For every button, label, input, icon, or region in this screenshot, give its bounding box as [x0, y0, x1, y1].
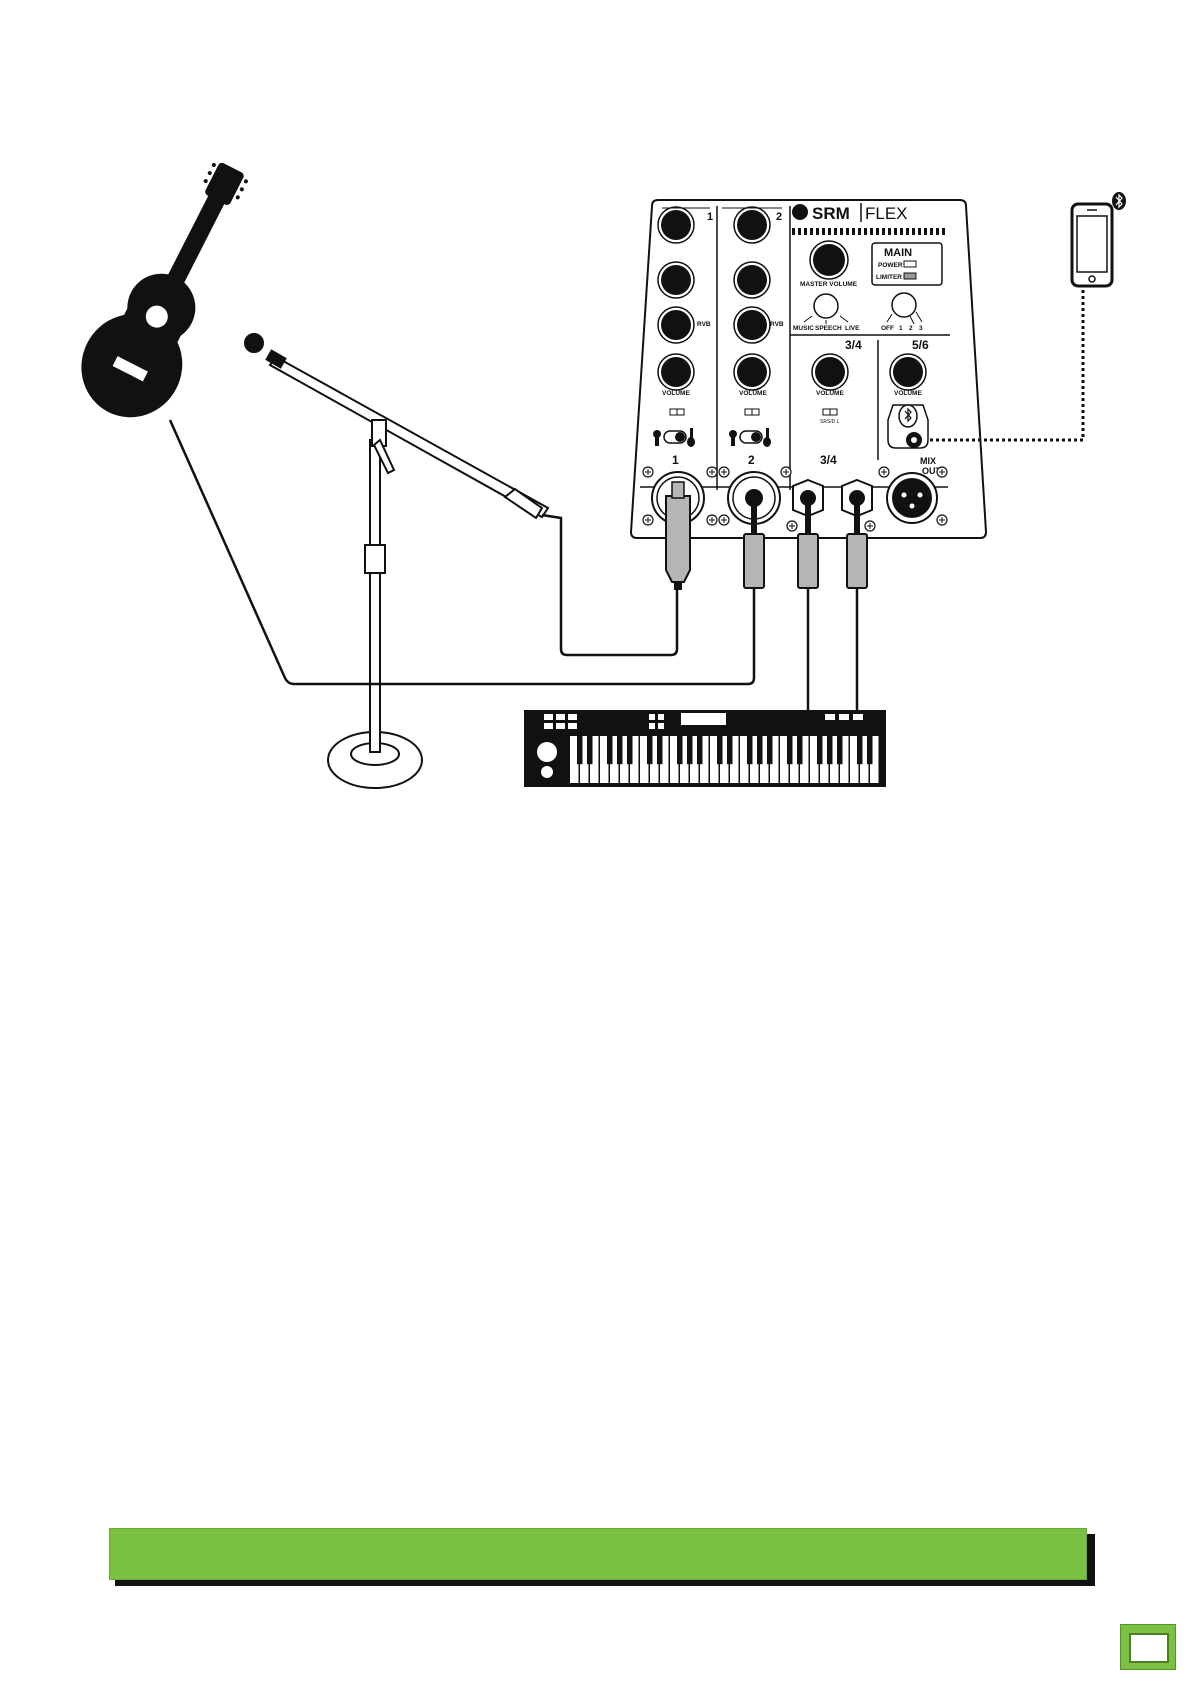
knob [737, 310, 767, 340]
page-number-badge-inner [1129, 1633, 1169, 1663]
black-key [717, 736, 723, 764]
smartphone-icon [1072, 204, 1112, 286]
knob [737, 265, 767, 295]
limiter-label: LIMITER [876, 274, 902, 281]
vent-slot [906, 228, 909, 235]
vent-slot [870, 228, 873, 235]
black-key [747, 736, 753, 764]
input-jack-34-label: 3/4 [820, 453, 837, 467]
black-key [687, 736, 693, 764]
vent-slot [858, 228, 861, 235]
black-key [797, 736, 803, 764]
vent-slot [816, 228, 819, 235]
guitar-icon [64, 145, 277, 435]
voicing-speech-label: SPEECH [815, 325, 842, 332]
knob [737, 210, 767, 240]
sub-off-label: OFF [881, 325, 894, 332]
knob [661, 265, 691, 295]
mix-out-xlr-jack [887, 473, 937, 523]
xlr-plug-channel-1 [666, 482, 690, 590]
vent-slot [792, 228, 795, 235]
mix-out-label-line1: MIX [920, 456, 936, 466]
ch56-volume-label: VOLUME [894, 390, 922, 397]
black-key [647, 736, 653, 764]
vent-slot [840, 228, 843, 235]
main-title: MAIN [884, 247, 912, 259]
bluetooth-channel-label: 5/6 [912, 338, 929, 352]
vent-slot [900, 228, 903, 235]
stereo-channel-label: 3/4 [845, 338, 862, 352]
black-key [617, 736, 623, 764]
ch34-volume-label: VOLUME [816, 390, 844, 397]
vent-slot [882, 228, 885, 235]
keyboard-icon [524, 710, 886, 787]
vent-slot [834, 228, 837, 235]
vent-slot [930, 228, 933, 235]
model-name: FLEX [865, 204, 908, 223]
vent-slot [810, 228, 813, 235]
vent-slot [822, 228, 825, 235]
ch2-rvb-label: RVB [770, 321, 784, 328]
connection-diagram: 1 2 SRM FLEX MAIN POWER LIMITER MASTER V… [0, 0, 1191, 800]
black-key [627, 736, 633, 764]
vent-slot [876, 228, 879, 235]
black-key [867, 736, 873, 764]
power-label: POWER [878, 262, 903, 269]
ch2-volume-label: VOLUME [739, 390, 767, 397]
sub-1-label: 1 [899, 325, 903, 332]
black-key [827, 736, 833, 764]
black-key [767, 736, 773, 764]
vent-slot [894, 228, 897, 235]
black-key [727, 736, 733, 764]
knob [661, 357, 691, 387]
input-jack-1-label: 1 [672, 453, 679, 467]
vent-slot [924, 228, 927, 235]
section-banner [109, 1528, 1089, 1582]
brand-logo: SRM [812, 204, 850, 223]
vent-slot [852, 228, 855, 235]
black-key [857, 736, 863, 764]
channel-2-number: 2 [776, 211, 782, 223]
knob [661, 310, 691, 340]
section-banner-bar [109, 1528, 1087, 1580]
sub-3-label: 3 [919, 325, 923, 332]
vent-slot [942, 228, 945, 235]
ch1-rvb-label: RVB [697, 321, 711, 328]
input-jack-2-label: 2 [748, 453, 755, 467]
black-key [697, 736, 703, 764]
black-key [817, 736, 823, 764]
vent-slot [864, 228, 867, 235]
knob [661, 210, 691, 240]
black-key [837, 736, 843, 764]
bluetooth-icon [1112, 192, 1126, 210]
vent-slot [828, 228, 831, 235]
sub-2-label: 2 [909, 325, 913, 332]
page-number-badge [1120, 1624, 1176, 1670]
black-key [677, 736, 683, 764]
channel-1-number: 1 [707, 211, 713, 223]
vent-slot [912, 228, 915, 235]
master-volume-label: MASTER VOLUME [800, 281, 858, 288]
black-key [787, 736, 793, 764]
vent-slot [798, 228, 801, 235]
microphone-stand-icon [245, 334, 548, 788]
vent-slot [936, 228, 939, 235]
black-key [577, 736, 583, 764]
vent-slot [846, 228, 849, 235]
black-key [657, 736, 663, 764]
voicing-music-label: MUSIC [793, 325, 814, 332]
vent-slot [918, 228, 921, 235]
vent-slot [888, 228, 891, 235]
voicing-live-label: LIVE [845, 325, 860, 332]
black-key [587, 736, 593, 764]
stereo-switch-label: SRS/D L [820, 419, 840, 425]
ch1-volume-label: VOLUME [662, 390, 690, 397]
black-key [607, 736, 613, 764]
black-key [757, 736, 763, 764]
knob [737, 357, 767, 387]
vent-slot [804, 228, 807, 235]
